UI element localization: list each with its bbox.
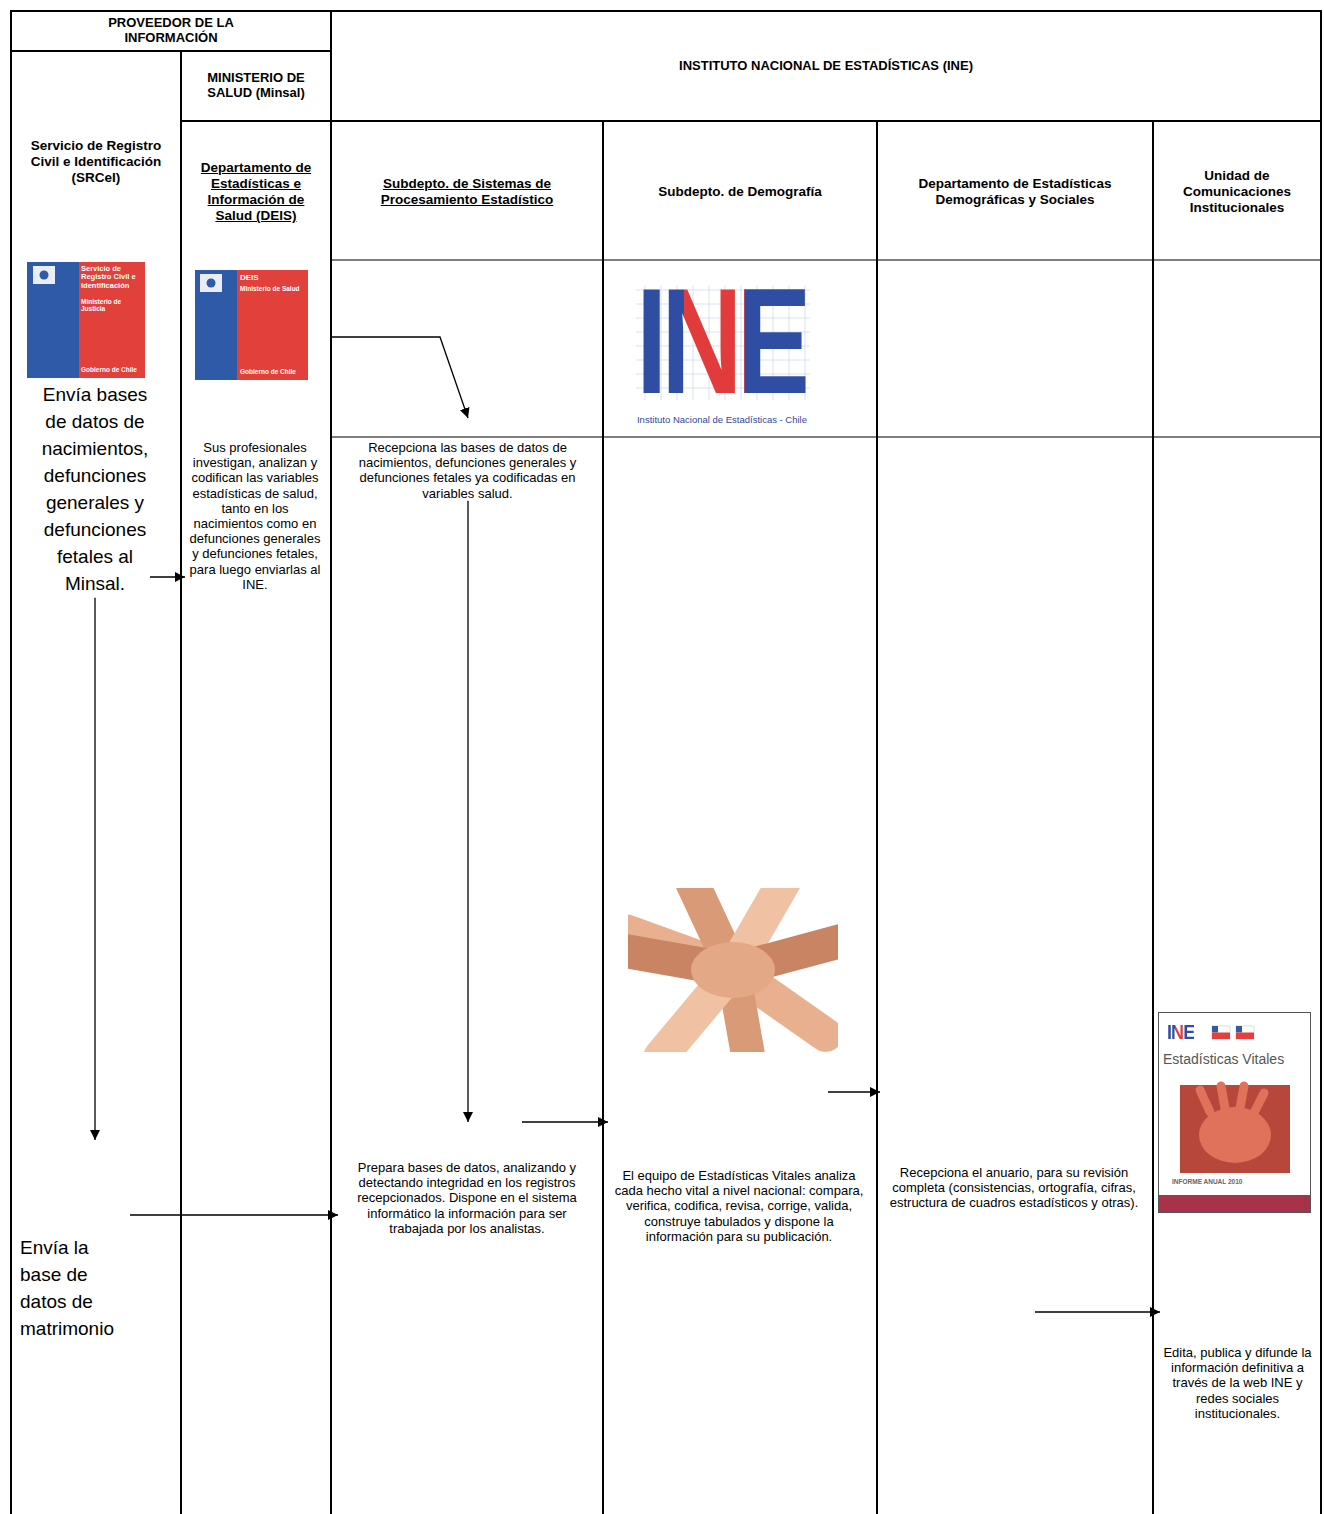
logo-red <box>237 270 308 380</box>
lane-heading: Departamento de Estadísticas e Informaci… <box>182 122 330 262</box>
flow-arrow <box>828 1091 880 1092</box>
logo-text: Servicio de Registro Civil e Identificac… <box>81 265 143 290</box>
coat-of-arms <box>207 279 216 288</box>
logo-blue <box>27 262 79 378</box>
process-step: Sus profesionales investigan, analizan y… <box>185 440 325 592</box>
flag <box>1236 1033 1254 1040</box>
node-text: Departamento de Estadísticas Demográfica… <box>886 176 1144 208</box>
coat-of-arms <box>40 271 49 280</box>
swimlane: Subdepto. de Sistemas de Procesamiento E… <box>330 120 602 1514</box>
book-band <box>1159 1195 1310 1212</box>
swimlane: Servicio de Registro Civil e Identificac… <box>10 50 180 1514</box>
node-text: Recepciona el anuario, para su revisión … <box>886 1165 1142 1211</box>
logo-lettering: INE <box>1167 1022 1194 1042</box>
lane-heading: Subdepto. de Demografía <box>604 122 876 262</box>
node-text: Envía bases de datos de nacimientos, def… <box>40 382 150 598</box>
lane-heading: Subdepto. de Sistemas de Procesamiento E… <box>332 122 602 262</box>
node-text: Edita, publica y difunde la información … <box>1163 1345 1312 1421</box>
flag <box>1236 1026 1242 1033</box>
process-step: Edita, publica y difunde la información … <box>1160 1300 1315 1421</box>
logo-text: Estadísticas Vitales <box>1163 1052 1309 1067</box>
logo-grid <box>636 285 810 400</box>
swimlane: Subdepto. de Demografía El equipo de Esta… <box>602 120 876 1514</box>
hands-photo <box>628 888 838 1052</box>
flag <box>1236 1026 1254 1039</box>
node-text: El equipo de Estadísticas Vitales analiz… <box>614 1168 864 1244</box>
node-text: Recepciona las bases de datos de nacimie… <box>349 440 586 501</box>
flow-arrow <box>94 598 95 1140</box>
srcei-logo <box>27 262 145 378</box>
coat-of-arms <box>200 274 222 292</box>
logo-text: Ministerio de Justicia <box>81 298 143 312</box>
logo-blue <box>195 270 237 380</box>
node-text: Subdepto. de Demografía <box>658 184 822 200</box>
node-text: Unidad de Comunicaciones Institucionales <box>1162 168 1312 217</box>
node-text: MINISTERIO DE SALUD (Minsal) <box>192 71 320 101</box>
logo-text: Ministerio de Salud <box>240 285 306 292</box>
book-cover <box>1159 1013 1311 1213</box>
flow-arrow <box>467 501 468 1122</box>
process-step: Envía la base de datos de matrimonio <box>20 1140 130 1343</box>
node-text: INSTITUTO NACIONAL DE ESTADÍSTICAS (INE) <box>679 59 973 74</box>
row-divider <box>330 436 1322 437</box>
fingers <box>1200 1086 1264 1113</box>
flow-arrow <box>522 1121 608 1122</box>
lane-heading: Departamento de Estadísticas Demográfica… <box>878 122 1152 262</box>
ine-logo <box>632 282 812 428</box>
logo-ground <box>632 282 812 428</box>
node-text: Prepara bases de datos, analizando y det… <box>348 1160 586 1236</box>
process-step: Recepciona el anuario, para su revisión … <box>880 1080 1148 1312</box>
flag <box>1212 1026 1218 1033</box>
flow-arrow <box>1035 1311 1160 1312</box>
logo-text: Instituto Nacional de Estadísticas - Chi… <box>612 415 832 425</box>
node-text: Servicio de Registro Civil e Identificac… <box>20 138 172 187</box>
header-cell: PROVEEDOR DE LA INFORMACIÓN <box>10 10 330 50</box>
process-step: Prepara bases de datos, analizando y det… <box>338 1122 596 1236</box>
logo-lettering: INE <box>636 266 806 416</box>
swimlane: Departamento de Estadísticas Demográfica… <box>876 120 1152 1514</box>
node-text: Envía la base de datos de matrimonio <box>20 1235 130 1343</box>
process-step: El equipo de Estadísticas Vitales analiz… <box>608 1092 870 1244</box>
node-text: Departamento de Estadísticas e Informaci… <box>190 160 322 225</box>
row-divider <box>330 259 1322 260</box>
header-cell: MINISTERIO DE SALUD (Minsal) <box>180 50 330 120</box>
hands-center <box>691 942 775 998</box>
palm-photo <box>1180 1085 1290 1173</box>
coat-of-arms <box>33 266 55 284</box>
node-text: PROVEEDOR DE LA INFORMACIÓN <box>72 16 270 46</box>
logo-text: Gobierno de Chile <box>240 368 306 375</box>
deis-logo <box>195 270 308 380</box>
node-text: Subdepto. de Sistemas de Procesamiento E… <box>340 176 594 208</box>
logo-text: INFORME ANUAL 2010 <box>1172 1178 1292 1185</box>
flow-arrow <box>130 1214 338 1215</box>
flag <box>1212 1033 1230 1040</box>
annual-book <box>1159 1013 1311 1213</box>
swimlane: Departamento de Estadísticas e Informaci… <box>180 120 330 1514</box>
logo-text: DEIS <box>240 274 306 283</box>
logo-text: Gobierno de Chile <box>81 366 143 373</box>
process-step: Envía bases de datos de nacimientos, def… <box>40 382 150 598</box>
lane-heading: Unidad de Comunicaciones Institucionales <box>1154 122 1320 262</box>
logo-red <box>79 262 145 378</box>
flag <box>1212 1026 1230 1039</box>
process-step: Recepciona las bases de datos de nacimie… <box>345 418 590 501</box>
header-cell: INSTITUTO NACIONAL DE ESTADÍSTICAS (INE) <box>330 10 1322 120</box>
flow-arrow <box>330 337 468 418</box>
lane-heading: Servicio de Registro Civil e Identificac… <box>12 112 180 212</box>
swimlane: Unidad de Comunicaciones Institucionales… <box>1152 120 1322 1514</box>
node-text: Sus profesionales investigan, analizan y… <box>189 440 321 592</box>
